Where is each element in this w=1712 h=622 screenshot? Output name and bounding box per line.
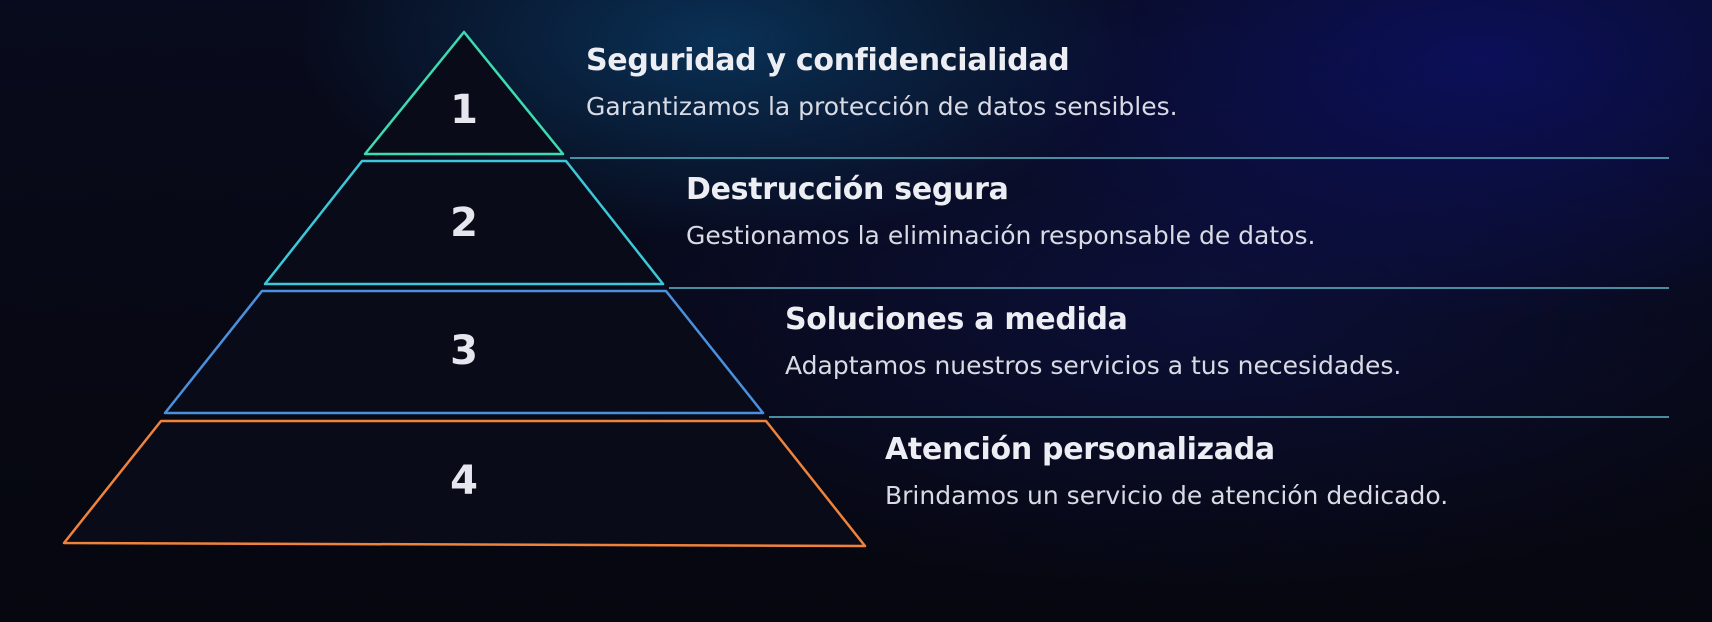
tier-4-description: Brindamos un servicio de atención dedica… — [885, 481, 1449, 510]
pyramid-tier-1-number: 1 — [450, 87, 478, 133]
tier-3-description: Adaptamos nuestros servicios a tus neces… — [785, 351, 1402, 380]
tier-4-text: Atención personalizada Brindamos un serv… — [885, 431, 1712, 511]
pyramid-tier-1-shape — [363, 30, 565, 156]
tier-1-description: Garantizamos la protección de datos sens… — [586, 92, 1178, 121]
tier-1-text: Seguridad y confidencialidad Garantizamo… — [586, 42, 1466, 122]
tier-1-title: Seguridad y confidencialidad — [586, 43, 1070, 78]
tier-2-title: Destrucción segura — [686, 172, 1009, 207]
pyramid-tier-3-shape — [163, 289, 765, 415]
tier-2-text: Destrucción segura Gestionamos la elimin… — [686, 171, 1566, 251]
pyramid-tier-2-shape — [263, 159, 665, 286]
tier-3-text: Soluciones a medida Adaptamos nuestros s… — [785, 301, 1665, 381]
tier-2-description: Gestionamos la eliminación responsable d… — [686, 221, 1316, 250]
tier-4-title: Atención personalizada — [885, 432, 1275, 467]
pyramid-tier-4-number: 4 — [450, 458, 478, 504]
tier-3-title: Soluciones a medida — [785, 302, 1128, 337]
pyramid-tier-2-number: 2 — [450, 200, 478, 246]
pyramid-tier-3-number: 3 — [450, 328, 478, 374]
pyramid-tier-4-shape — [62, 419, 867, 548]
